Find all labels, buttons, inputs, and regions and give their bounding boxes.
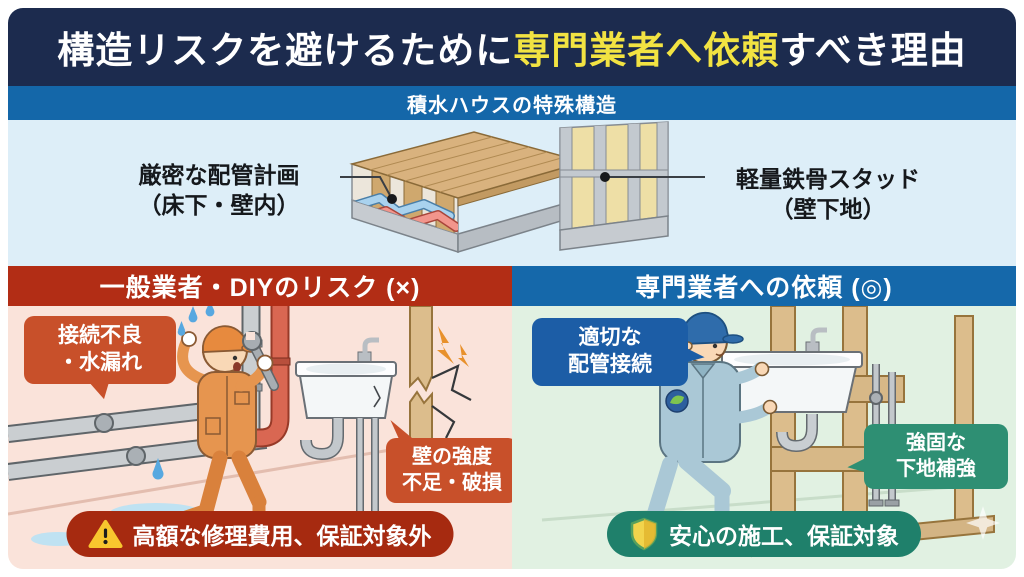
sweat-drops [177, 306, 215, 336]
sink-crack [373, 385, 381, 408]
bubble-piping-line1: 適切な [578, 326, 642, 349]
red-drain-pipe [238, 306, 291, 448]
subheader-label: 積水ハウスの特殊構造 [407, 94, 617, 117]
shield-icon [630, 517, 658, 551]
bubble-leak: 接続不良 ・水漏れ [24, 316, 176, 400]
content-frame: 構造リスクを避けるために専門業者へ依頼すべき理由 積水ハウスの特殊構造 [8, 8, 1016, 569]
bubble-proper-piping: 適切な 配管接続 [532, 318, 705, 386]
blue-pipe [352, 194, 454, 220]
risk-panel: 一般業者・DIYのリスク (×) [8, 266, 512, 569]
label-steel-stud-line1: 軽量鉄骨スタッド [736, 166, 920, 192]
label-steel-stud: 軽量鉄骨スタッド （壁下地） [708, 164, 948, 225]
leader-dot-left [387, 194, 397, 204]
risk-badge-label: 高額な修理費用、保証対象外 [132, 523, 432, 549]
bubble-leak-line1: 接続不良 [58, 324, 142, 347]
bubble-solid-base: 強固な 下地補強 [847, 424, 1008, 490]
bubble-wall-line1: 壁の強度 [412, 446, 492, 468]
bubble-leak-line2: ・水漏れ [58, 350, 142, 374]
subheader-banner: 積水ハウスの特殊構造 [8, 86, 1016, 120]
company-badge [665, 389, 689, 413]
leader-lines [340, 172, 705, 204]
title-highlight: 専門業者へ依頼 [513, 30, 780, 71]
structure-section: 厳密な配管計画 （床下・壁内） 軽量鉄骨スタッド （壁下地） [8, 120, 1016, 266]
risk-panel-header: 一般業者・DIYのリスク (×) [8, 266, 512, 306]
label-piping-plan-line2: （床下・壁内） [138, 192, 300, 219]
page-title: 構造リスクを避けるために専門業者へ依頼すべき理由 [57, 20, 966, 74]
pro-badge-label: 安心の施工、保証対象 [669, 523, 899, 549]
bubble-wall-damage: 壁の強度 不足・破損 [386, 420, 512, 504]
title-prefix: 構造リスクを避けるために [57, 30, 514, 71]
sparkle-icon [966, 506, 1000, 540]
damage-spark-icon [437, 326, 454, 364]
glove [181, 331, 197, 347]
label-steel-stud-line2: （壁下地） [770, 196, 886, 223]
pro-panel-body: 適切な 配管接続 強固な 下地補強 安心の施工、保証対象 [512, 306, 1016, 569]
warning-triangle-icon [88, 520, 123, 548]
title-bar: 構造リスクを避けるために専門業者へ依頼すべき理由 [8, 8, 1016, 86]
bubble-base-line1: 強固な [906, 432, 966, 454]
pro-panel: 専門業者への依頼 (◎) [512, 266, 1016, 569]
risk-badge: 高額な修理費用、保証対象外 [66, 511, 454, 557]
bubble-base-line2: 下地補強 [896, 457, 976, 480]
sink [295, 337, 397, 529]
risk-panel-body: 接続不良 ・水漏れ 壁の強度 不足・破損 高額な修理費用、保証対象外 [8, 306, 512, 569]
orange-cap [202, 325, 249, 353]
bubble-wall-line2: 不足・破損 [402, 471, 502, 494]
floor-structure [349, 131, 587, 254]
pro-panel-header: 専門業者への依頼 (◎) [512, 266, 1016, 306]
bubble-piping-line2: 配管接続 [568, 352, 652, 376]
crack-lines [431, 364, 472, 401]
leader-line-left [340, 176, 393, 200]
label-piping-plan: 厳密な配管計画 （床下・壁内） [100, 160, 338, 221]
structure-illustration [349, 121, 669, 254]
leader-dot-right [600, 172, 610, 182]
label-piping-plan-line1: 厳密な配管計画 [138, 162, 300, 188]
worried-mouth [233, 362, 241, 372]
pro-badge: 安心の施工、保証対象 [607, 511, 921, 557]
title-suffix: すべき理由 [779, 30, 967, 71]
water-drop-icon [152, 468, 164, 480]
p-trap-pipe [777, 414, 817, 451]
p-trap-pipe [301, 418, 343, 459]
